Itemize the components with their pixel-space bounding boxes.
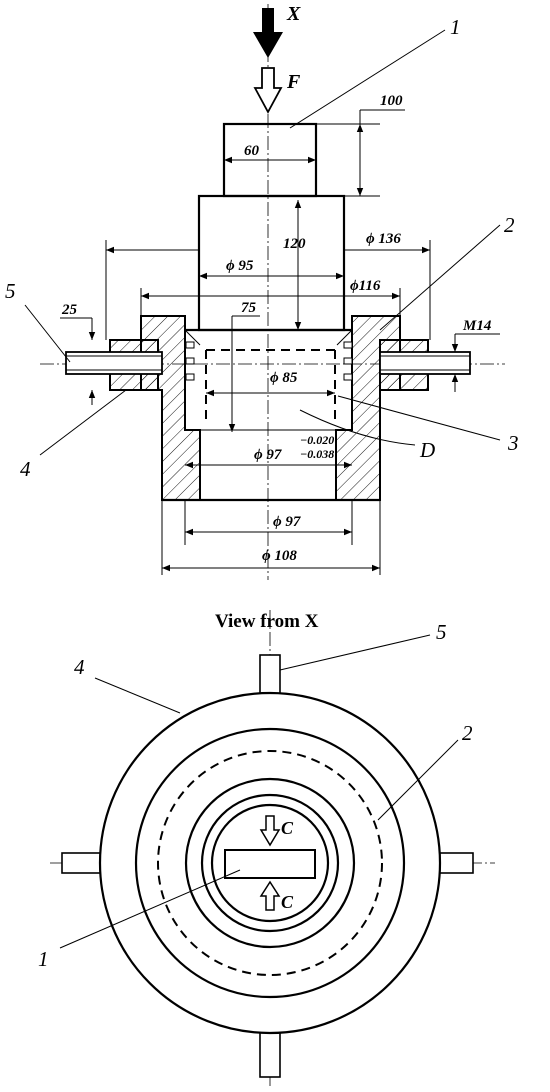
plan-hidden-circle [157,750,383,976]
dim-25: 25 [61,302,78,318]
dim-75: 75 [241,300,257,316]
plan-part-label-1: 1 [38,947,49,971]
plan-view: View from X C C 4 5 2 1 [38,610,495,1088]
part-label-5: 5 [5,279,16,303]
plan-rods-5 [61,654,474,1078]
c-top-label: C [281,818,294,838]
dim-100: 100 [380,93,403,109]
dim-phi-136: ϕ 136 [366,231,401,247]
plan-part-label-2: 2 [462,721,473,745]
dim-phi-95: ϕ 95 [226,258,254,274]
plan-part-label-5: 5 [436,620,447,644]
dim-phi-97-fit: ϕ 97 [254,447,282,463]
part-label-d: D [419,438,435,462]
part-label-3: 3 [507,431,519,455]
part-label-2: 2 [504,213,515,237]
view-x-arrow-icon [253,8,283,58]
dim-120: 120 [283,236,306,252]
plan-punch [224,849,316,879]
c-top-arrow-icon [259,815,281,847]
plan-container-circle [184,777,356,949]
dim-phi-108: ϕ 108 [262,548,297,564]
plan-insert-inner-circle [210,803,330,923]
plan-flange-circle [134,727,406,999]
part-label-4: 4 [20,457,31,481]
insert-3 [184,328,353,425]
force-label: F [286,71,301,93]
plan-insert-outer-circle [200,793,340,933]
dim-60: 60 [244,143,260,159]
part-label-1: 1 [450,15,461,39]
c-bottom-label: C [281,892,294,912]
plan-view-title: View from X [215,611,319,632]
dim-phi-116: ϕ116 [350,278,381,294]
force-arrow-icon [253,67,283,114]
tolerance-upper: −0.020 [300,433,334,447]
tolerance-lower: −0.038 [300,447,334,461]
dim-phi-97: ϕ 97 [273,514,301,530]
dim-m14: M14 [462,318,492,334]
front-view: X F [5,3,519,580]
plan-part-label-4: 4 [74,655,85,679]
dim-phi-85: ϕ 85 [270,370,298,386]
container-2 [140,315,401,502]
view-x-label: X [286,3,301,25]
rod-5 [65,351,471,375]
punch-body [197,194,346,332]
c-bottom-arrow-icon [259,880,281,911]
